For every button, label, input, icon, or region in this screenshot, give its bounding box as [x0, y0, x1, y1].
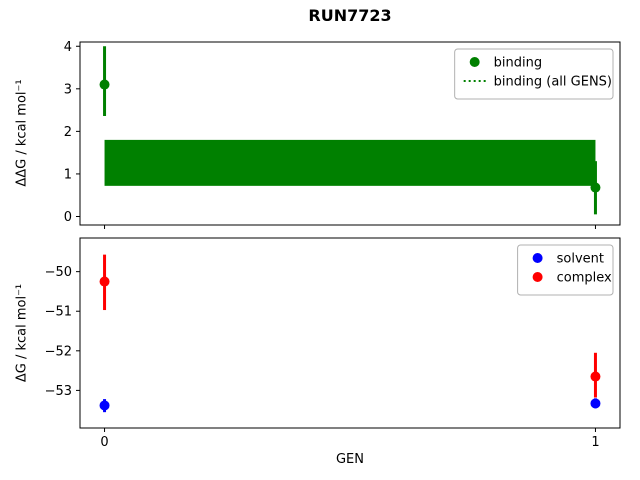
y-tick-label: −53 [45, 384, 72, 399]
legend-marker-dot [532, 253, 543, 263]
complex-point [590, 371, 601, 382]
binding-point [99, 79, 110, 90]
binding-point [590, 182, 601, 193]
legend-label: binding (all GENS) [494, 75, 612, 90]
complex-point [99, 276, 110, 287]
axes-frame [79, 237, 621, 429]
x-tick-label: 0 [100, 435, 108, 450]
solvent-point [590, 398, 601, 409]
band-binding-all-gens [104, 139, 596, 186]
solvent-point [99, 400, 110, 411]
y-tick-label: 3 [64, 82, 72, 97]
figure-title: RUN7723 [308, 6, 392, 25]
legend: binding binding (all GENS) [454, 48, 614, 100]
legend-label: complex [557, 271, 612, 286]
legend: solvent complex [517, 244, 614, 296]
chart-0: 4 3 2 1 0 binding binding (all GENS) [64, 40, 621, 229]
legend-marker-dot [532, 272, 543, 282]
y-tick-label: 4 [64, 40, 72, 55]
legend-label: solvent [557, 252, 604, 267]
y-tick-label: −50 [45, 265, 72, 280]
y-tick-label: −51 [45, 305, 72, 320]
legend-box [454, 48, 614, 100]
y-tick-label: 1 [64, 167, 72, 182]
legend-label: binding [494, 56, 542, 71]
chart-1: −50 −51 −52 −53 0 1 solvent complex [45, 237, 621, 450]
axes-frame [79, 41, 621, 226]
x-axis-label: GEN [335, 452, 364, 467]
y-tick-label: −52 [45, 344, 72, 359]
legend-marker-dot [469, 57, 480, 67]
y-tick-label: 0 [64, 210, 72, 225]
x-tick-label: 1 [591, 435, 599, 450]
y-tick-label: 2 [64, 125, 72, 140]
